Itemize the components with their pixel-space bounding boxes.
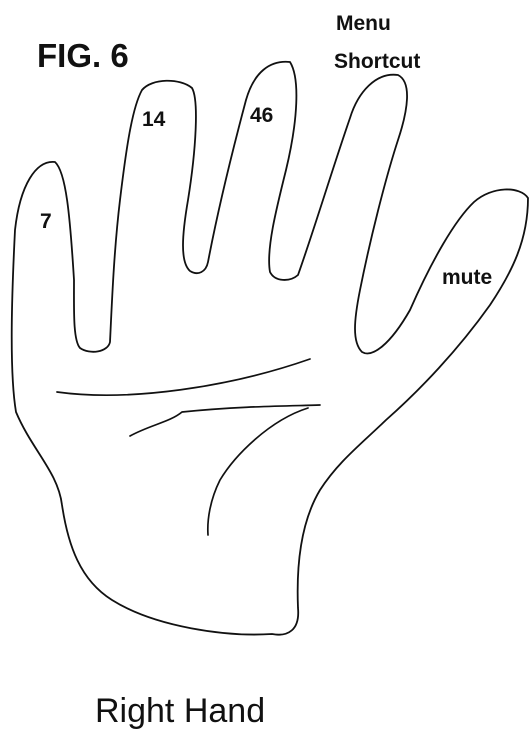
middle-finger-label: 46 xyxy=(250,104,273,127)
palm-crease-upper xyxy=(57,359,310,395)
ring-finger-label: 14 xyxy=(142,108,166,131)
thumb-label: mute xyxy=(442,266,492,289)
palm-crease-middle xyxy=(130,405,320,436)
pinky-finger-label: 7 xyxy=(40,210,52,233)
palm-crease-life xyxy=(208,408,308,535)
figure-title: FIG. 6 xyxy=(37,37,129,74)
hand-outline xyxy=(12,62,528,635)
figure-caption: Right Hand xyxy=(95,692,265,730)
index-finger-label-line2: Shortcut xyxy=(334,50,420,73)
index-finger-label-line1: Menu xyxy=(336,12,391,35)
